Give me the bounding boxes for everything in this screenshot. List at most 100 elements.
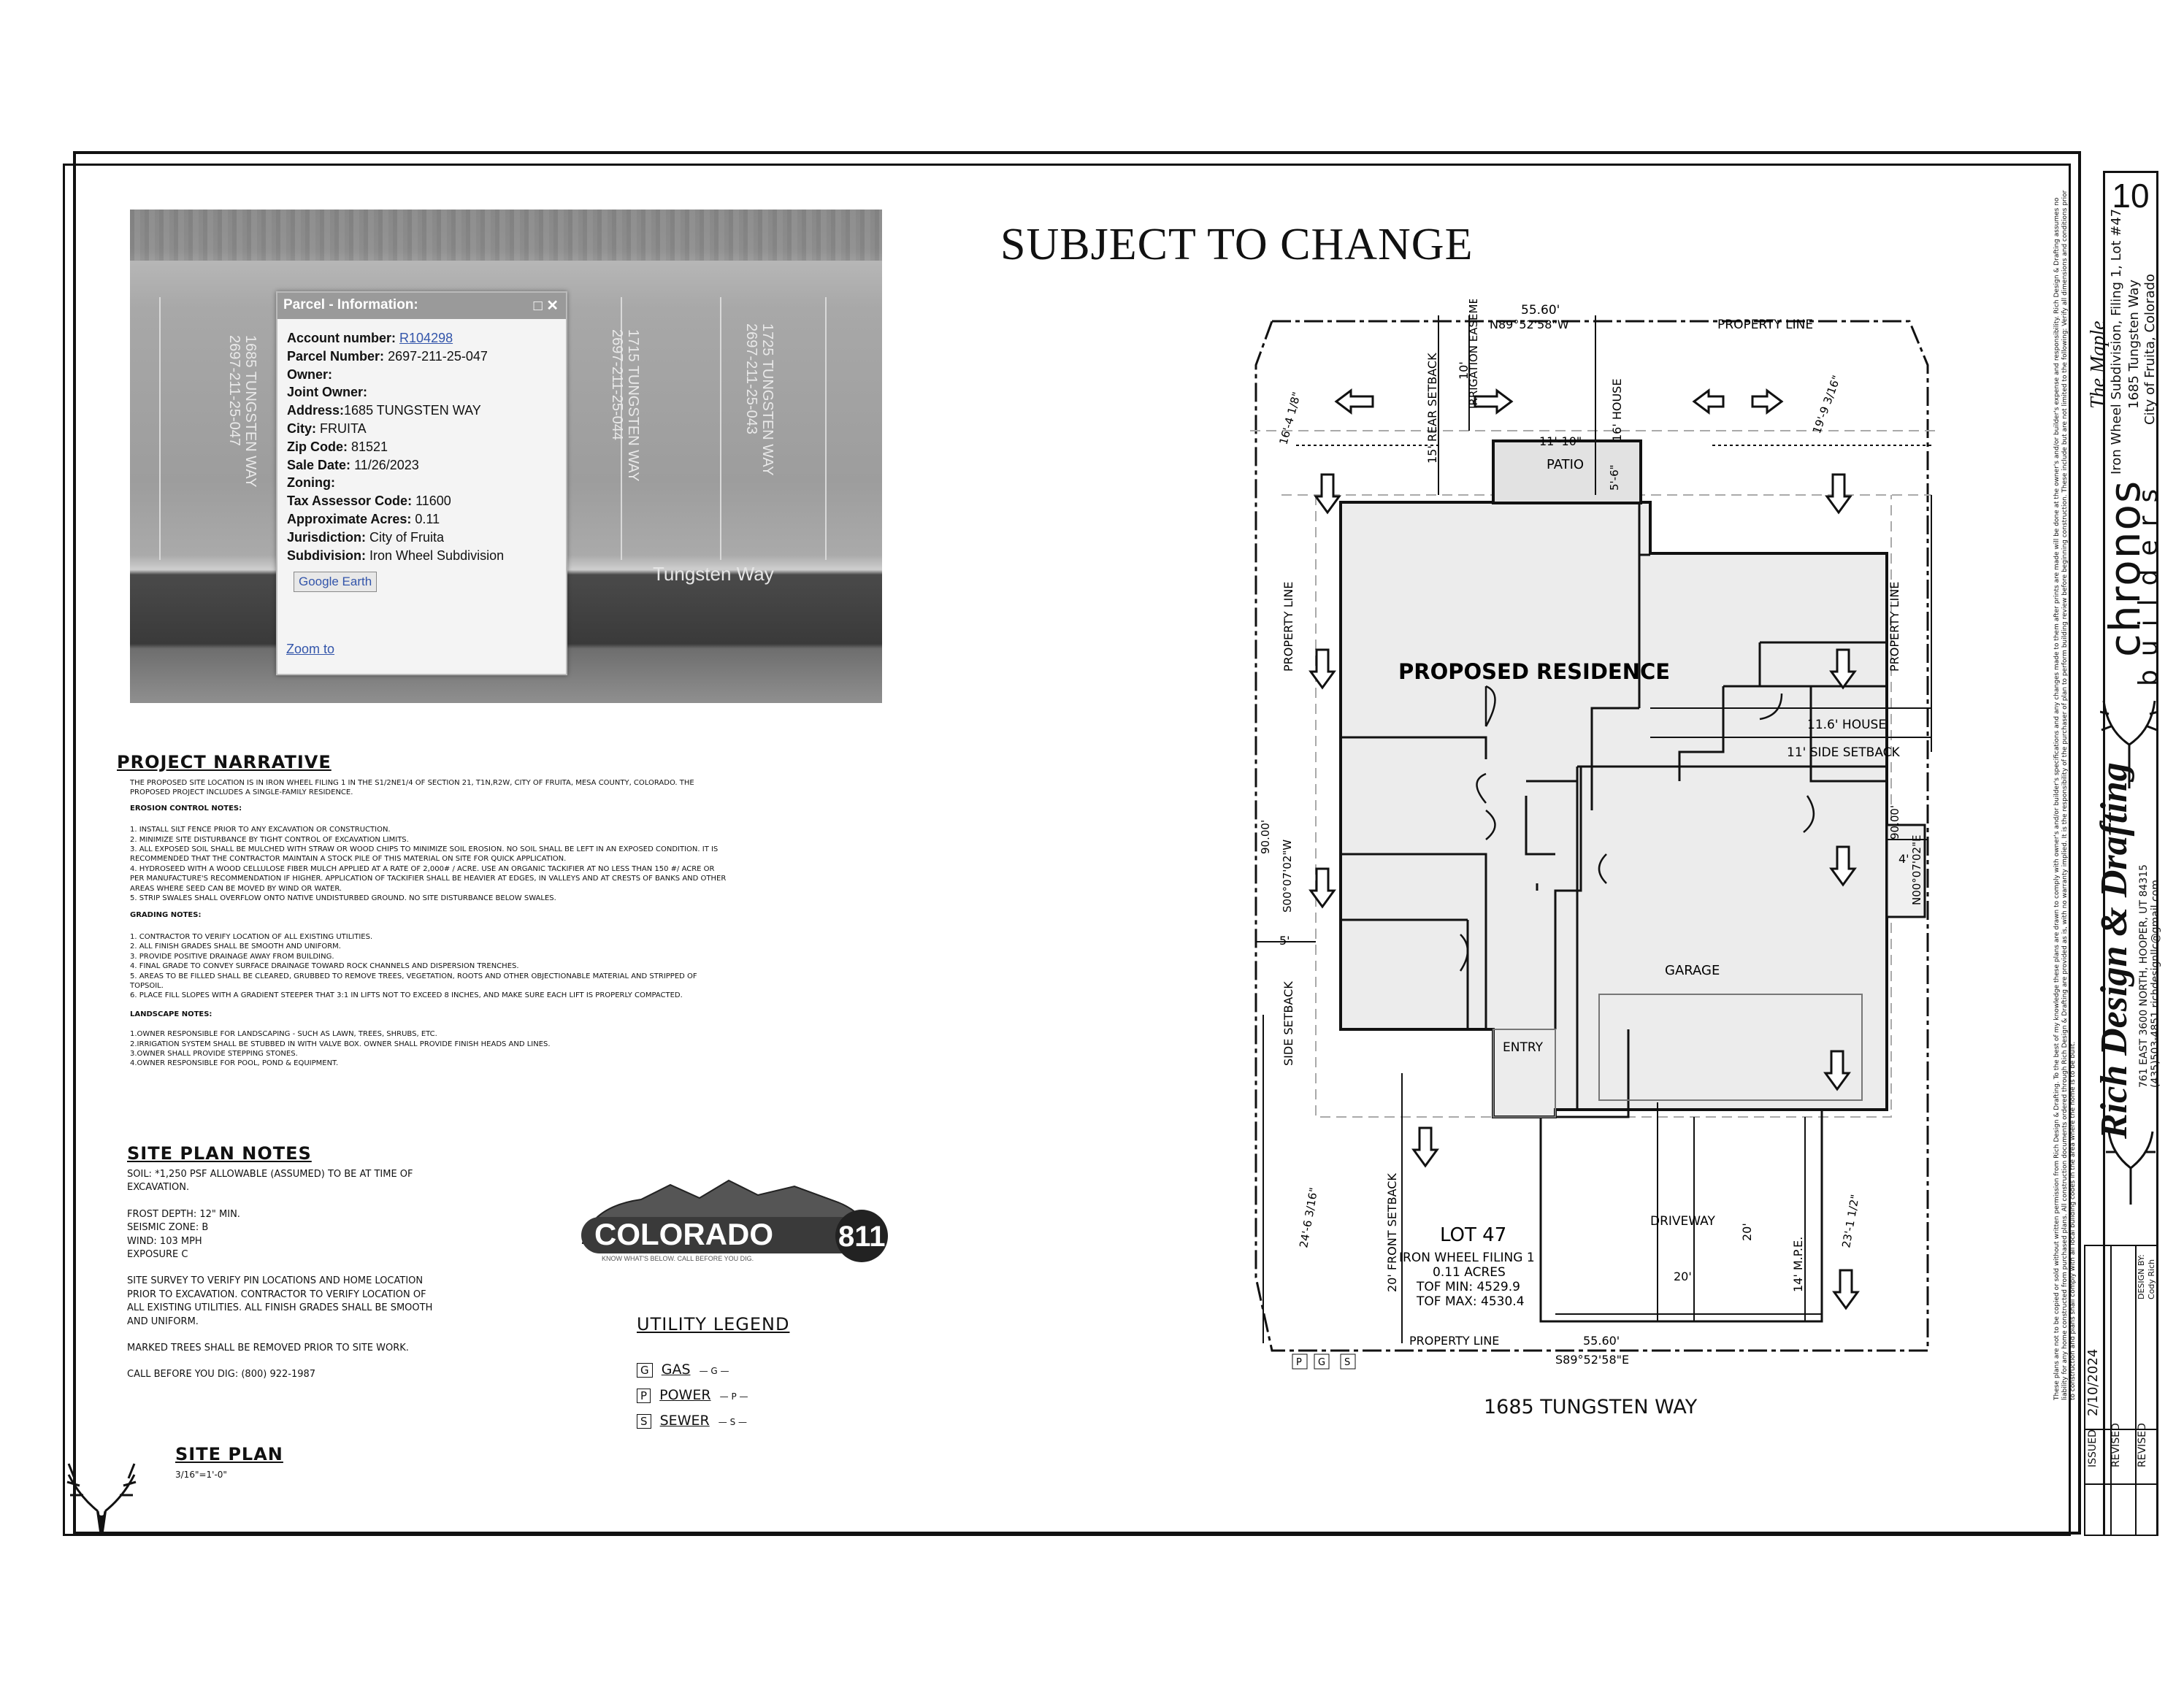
note-line: CALL BEFORE YOU DIG: (800) 922-1987 <box>127 1369 316 1380</box>
popup-row-sale-date: Sale Date: 11/26/2023 <box>287 457 419 472</box>
zoom-to-link[interactable]: Zoom to <box>286 642 335 656</box>
lot-label: LOT 47 <box>1440 1224 1506 1246</box>
note-line: SOIL: *1,250 PSF ALLOWABLE (ASSUMED) TO … <box>127 1169 413 1180</box>
erosion-note: 5. STRIP SWALES SHALL OVERFLOW ONTO NATI… <box>130 894 556 903</box>
site-plan-title: SITE PLAN <box>175 1444 283 1464</box>
grading-title: GRADING NOTES: <box>130 911 202 920</box>
grading-note: 3. PROVIDE POSITIVE DRAINAGE AWAY FROM B… <box>130 952 334 961</box>
popup-row-address: Address:1685 TUNGSTEN WAY <box>287 403 481 418</box>
utility-legend-title: UTILITY LEGEND <box>637 1314 790 1335</box>
site-plan-notes-title: SITE PLAN NOTES <box>127 1143 312 1164</box>
patio-width-label: 11'-10" <box>1539 434 1582 448</box>
dim-5-label: 5' <box>1279 934 1290 948</box>
drainage-arrows <box>1309 388 1860 1310</box>
house-footprint <box>1339 439 1888 1118</box>
narrative-text: THE PROPOSED SITE LOCATION IS IN IRON WH… <box>130 778 729 1069</box>
erosion-note: 1. INSTALL SILT FENCE PRIOR TO ANY EXCAV… <box>130 826 391 834</box>
parcel-label: 1715 TUNGSTEN WAY 2697-211-25-044 <box>609 329 641 482</box>
legend-item-power: P POWER — P — <box>637 1383 748 1409</box>
lot-line-2: 0.11 ACRES <box>1433 1265 1506 1280</box>
lot-line <box>159 297 161 560</box>
revised-label-2: REVISED <box>2137 1423 2148 1467</box>
property-line-left: PROPERTY LINE <box>1281 582 1295 672</box>
dim-4-label: 4' <box>1898 852 1909 866</box>
grading-note: 6. PLACE FILL SLOPES WITH A GRADIENT STE… <box>130 991 683 1000</box>
google-earth-button[interactable]: Google Earth <box>294 572 378 592</box>
road-label: Tungsten Way <box>653 563 774 585</box>
logo-tagline: KNOW WHAT'S BELOW. CALL BEFORE YOU DIG. <box>602 1255 754 1262</box>
garage-label: GARAGE <box>1665 963 1720 978</box>
maximize-icon[interactable]: □ <box>533 298 543 314</box>
note-line: SITE SURVEY TO VERIFY PIN LOCATIONS AND … <box>127 1275 424 1287</box>
entry-walk <box>1493 1029 1556 1118</box>
close-icon[interactable]: ✕ <box>546 298 559 314</box>
firm-elk-icon <box>2100 700 2158 788</box>
note-line: AND UNIFORM. <box>127 1316 199 1327</box>
lot-line <box>825 297 827 560</box>
note-line: SEISMIC ZONE: B <box>127 1222 209 1234</box>
interior-walls <box>1341 502 1888 1118</box>
top-width-label: 55.60' <box>1521 303 1560 318</box>
sheet-number: 10 <box>2103 171 2158 216</box>
aerial-map[interactable]: 1685 TUNGSTEN WAY 2697-211-25-047 1715 T… <box>130 210 882 703</box>
left-length-label: 90.00' <box>1259 820 1272 854</box>
diag-br-label: 23'-1 1/2" <box>1839 1194 1862 1249</box>
popup-body: Account number: R104298 Parcel Number: 2… <box>277 319 566 564</box>
colorado-811-logo: COLORADO 811 KNOW WHAT'S BELOW. CALL BEF… <box>581 1179 888 1262</box>
design-by-name: Cody Rich <box>2147 1259 2156 1299</box>
popup-row-parcel: Parcel Number: 2697-211-25-047 <box>287 348 488 364</box>
popup-row-zoning: Zoning: <box>287 475 335 491</box>
property-line-right: PROPERTY LINE <box>1888 582 1901 672</box>
note-line: EXPOSURE C <box>127 1249 188 1261</box>
grading-note: 1. CONTRACTOR TO VERIFY LOCATION OF ALL … <box>130 932 373 941</box>
grading-note: 4. FINAL GRADE TO CONVEY SURFACE DRAINAG… <box>130 962 519 971</box>
popup-row-acres: Approximate Acres: 0.11 <box>287 511 440 526</box>
logo-number: 811 <box>838 1221 886 1253</box>
utility-code: G <box>1318 1357 1325 1368</box>
note-line: MARKED TREES SHALL BE REMOVED PRIOR TO S… <box>127 1343 409 1354</box>
builder-subtitle: builders <box>2134 475 2164 686</box>
irrigation-label: IRRIGATION EASEMENT <box>1467 299 1480 409</box>
dimension-lines <box>1256 315 1932 1343</box>
landscape-note: 2.IRRIGATION SYSTEM SHALL BE STUBBED IN … <box>130 1040 551 1048</box>
small-elk-icon <box>2106 1131 2156 1205</box>
garage-door-outline <box>1598 994 1863 1101</box>
parcel-info-popup: Parcel - Information: □ ✕ Account number… <box>276 291 567 675</box>
popup-row-account: Account number: R104298 <box>287 331 453 345</box>
issue-table <box>2084 1245 2158 1536</box>
parcel-label: 1725 TUNGSTEN WAY 2697-211-25-043 <box>743 323 775 476</box>
landscape-note: 4.OWNER RESPONSIBLE FOR POOL, POND & EQU… <box>130 1059 339 1068</box>
note-line: ALL EXISTING UTILITIES. ALL FINISH GRADE… <box>127 1302 433 1314</box>
account-link[interactable]: R104298 <box>399 331 453 345</box>
property-line-top: PROPERTY LINE <box>1717 318 1813 332</box>
front-setback-label: 20' FRONT SETBACK <box>1385 1173 1399 1292</box>
driveway-outline <box>1539 1110 1823 1323</box>
diag-tl-label: 16'-4 1/8" <box>1276 391 1303 446</box>
elk-logo-icon <box>66 1463 137 1534</box>
grading-note: 2. ALL FINISH GRADES SHALL BE SMOOTH AND… <box>130 942 341 951</box>
patio-label: PATIO <box>1547 457 1584 472</box>
side-setback-left: SIDE SETBACK <box>1281 981 1295 1066</box>
mpe-label: 14' M.P.E. <box>1791 1237 1805 1292</box>
sheet-border-outer <box>73 151 2081 1535</box>
site-plan-drawing: 55.60' N89°52'58"W PROPERTY LINE 15' REA… <box>1250 299 1935 1370</box>
utility-legend: G GAS — G — P POWER — P — S SEWER — S — <box>637 1358 748 1435</box>
side-setback-11-label: 11' SIDE SETBACK <box>1787 745 1901 760</box>
narrative-title: PROJECT NARRATIVE <box>117 752 332 772</box>
subject-to-change-heading: SUBJECT TO CHANGE <box>1000 220 1474 269</box>
bottom-bearing-label: S89°52'58"E <box>1555 1353 1629 1367</box>
issued-label: ISSUED <box>2087 1429 2099 1467</box>
title-block <box>2103 216 2158 1536</box>
house-16-label: 16' HOUSE <box>1610 379 1624 442</box>
popup-row-city: City: FRUITA <box>287 420 367 436</box>
utility-code: P <box>1296 1357 1302 1368</box>
utility-code: S <box>1344 1357 1350 1368</box>
door-swings <box>1459 685 1815 972</box>
firm-contact: (435)503-4851 richdesignllc@gmail.com <box>2150 880 2161 1088</box>
site-plan-scale: 3/16"=1'-0" <box>175 1470 227 1480</box>
house-116-label: 11.6' HOUSE <box>1807 718 1886 732</box>
driveway-label: DRIVEWAY <box>1650 1214 1715 1229</box>
popup-row-owner: Owner: <box>287 366 333 382</box>
top-bearing-label: N89°52'58"W <box>1490 318 1569 331</box>
drive-20-horizontal: 20' <box>1674 1270 1692 1283</box>
